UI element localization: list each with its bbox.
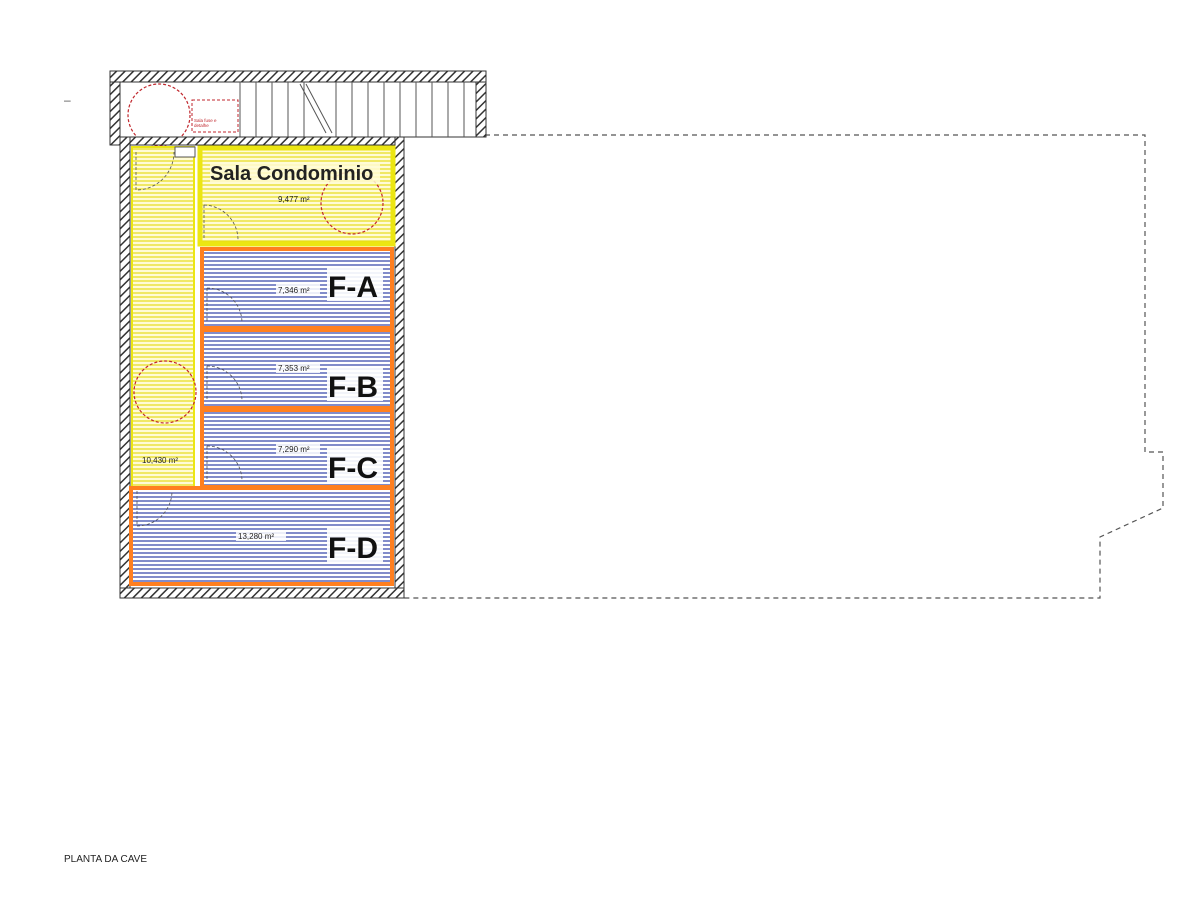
unit-fc: F-C 7,290 m² <box>200 408 394 489</box>
outer-walls <box>119 136 405 599</box>
corridor: 10,430 m² <box>131 146 197 488</box>
stair <box>239 82 465 137</box>
fa-label: F-A <box>328 271 378 304</box>
fd-label: F-D <box>328 532 378 565</box>
turning-circle-top <box>127 83 191 147</box>
fb-area: 7,353 m² <box>278 364 310 373</box>
turning-circle-corridor <box>133 360 197 424</box>
sala-condominio-label: Sala Condominio <box>210 163 373 185</box>
drawing-title: PLANTA DA CAVE <box>64 854 147 865</box>
stray-mark: – <box>64 93 71 107</box>
sala-condominio-area: 9,477 m² <box>278 195 310 204</box>
corridor-door-swing <box>135 151 175 191</box>
corridor-area: 10,430 m² <box>142 456 178 465</box>
fc-label: F-C <box>328 452 378 485</box>
small-dashed-box <box>191 99 239 133</box>
building-outline-dashed <box>404 134 1164 599</box>
small-box-label-1: Sala fuse e <box>194 118 217 123</box>
top-strip: Sala fuse e detalhe <box>109 70 487 147</box>
unit-fa: F-A 7,346 m² <box>200 247 394 330</box>
fb-label: F-B <box>328 371 378 404</box>
room-sala-condominio: Sala Condominio 9,477 m² <box>197 145 396 247</box>
fc-area: 7,290 m² <box>278 445 310 454</box>
unit-fb: F-B 7,353 m² <box>200 328 394 410</box>
unit-fd: F-D 13,280 m² <box>129 486 394 586</box>
fd-area: 13,280 m² <box>238 532 274 541</box>
fa-area: 7,346 m² <box>278 286 310 295</box>
small-box-label-2: detalhe <box>194 123 209 128</box>
